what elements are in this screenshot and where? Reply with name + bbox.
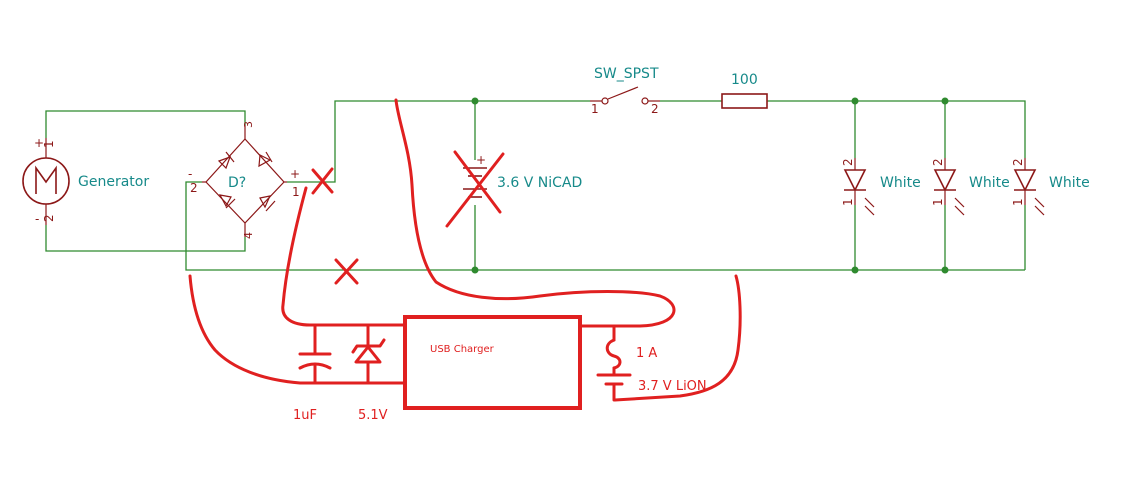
fuse-1a: [605, 324, 622, 376]
red-wire-ground-right: [613, 274, 742, 402]
generator-pin-bottom: 2: [42, 214, 56, 222]
led-pin-top: 2: [1011, 158, 1025, 166]
led-pin-top: 2: [931, 158, 945, 166]
bridge-diamond: [205, 138, 285, 224]
red-wire-rail-loop: [394, 98, 676, 328]
red-wire-plus-to-charger: [281, 186, 407, 327]
bridge-ref: D?: [228, 175, 246, 191]
bridge-diode-icon: [259, 195, 272, 209]
capacitor-label: 1uF: [293, 408, 317, 423]
junction-dots: [471, 97, 949, 274]
resistor-value: 100: [731, 72, 758, 88]
bridge-sign-minus: -: [188, 167, 192, 181]
usb-charger-label: USB Charger: [430, 344, 495, 355]
zener-triangle: [354, 345, 382, 364]
junction-dot: [471, 266, 479, 274]
lion-battery-label: 3.7 V LiON: [638, 379, 707, 394]
led-label: White: [880, 175, 921, 191]
bridge-pin-1: 1: [292, 185, 300, 199]
led-label: White: [1049, 175, 1090, 191]
red-annotations: USB Charger 1uF 5.1V 1 A: [188, 98, 742, 423]
motor-m-glyph: [35, 165, 57, 194]
led-pin-bottom: 1: [841, 198, 855, 206]
battery-nicad-label: 3.6 V NiCAD: [497, 175, 582, 191]
battery-lion: [596, 373, 632, 402]
generator-label: Generator: [78, 174, 149, 190]
resistor: 100: [721, 72, 768, 109]
led-pin-bottom: 1: [931, 198, 945, 206]
fuse-label: 1 A: [636, 346, 657, 361]
junction-dot: [851, 97, 859, 105]
led-triangle: [843, 169, 867, 192]
red-wire-ground-to-charger: [188, 274, 407, 385]
generator-sign-bottom: -: [35, 212, 39, 226]
led-pin-bottom: 1: [1011, 198, 1025, 206]
bridge-rectifier: D? 2 - 1 + 3 4: [188, 121, 300, 239]
bridge-diode-icon: [218, 194, 232, 208]
cross-mark-nicad: [445, 150, 505, 228]
junction-dot: [851, 266, 859, 274]
switch-pin-1: 1: [591, 102, 599, 116]
cross-mark-bottom-rail: [334, 258, 359, 285]
switch-label: SW_SPST: [594, 66, 659, 82]
led-1: 2 1 White: [841, 158, 921, 216]
switch-pin-2: 2: [651, 102, 659, 116]
led-label: White: [969, 175, 1010, 191]
bridge-sign-plus: +: [290, 167, 300, 181]
led-3: 2 1 White: [1011, 158, 1090, 216]
led-triangle: [933, 169, 957, 192]
cross-mark-bridge-output: [311, 167, 334, 195]
junction-dot: [941, 97, 949, 105]
led-pin-top: 2: [841, 158, 855, 166]
led-triangle: [1013, 169, 1037, 192]
bridge-diode-icon: [217, 155, 232, 170]
zener-label: 5.1V: [358, 408, 388, 423]
zener-diode: [351, 323, 386, 385]
bridge-pin-2: 2: [190, 181, 198, 195]
bridge-diode-icon: [258, 154, 272, 168]
battery-nicad: + 3.6 V NiCAD: [463, 153, 582, 198]
bridge-pin-3: 3: [242, 121, 255, 128]
battery-sign: +: [476, 153, 486, 167]
led-2: 2 1 White: [931, 158, 1010, 216]
switch-spst: SW_SPST 1 2: [590, 66, 660, 116]
generator-pin-top: 1: [42, 140, 56, 148]
generator-symbol: + 1 - 2 Generator: [22, 136, 149, 226]
junction-dot: [941, 266, 949, 274]
usb-charger-box: [403, 315, 582, 410]
generator-sign-top: +: [34, 136, 44, 150]
capacitor-1uf: [298, 323, 332, 385]
bridge-pin-4: 4: [242, 232, 255, 239]
junction-dot: [471, 97, 479, 105]
